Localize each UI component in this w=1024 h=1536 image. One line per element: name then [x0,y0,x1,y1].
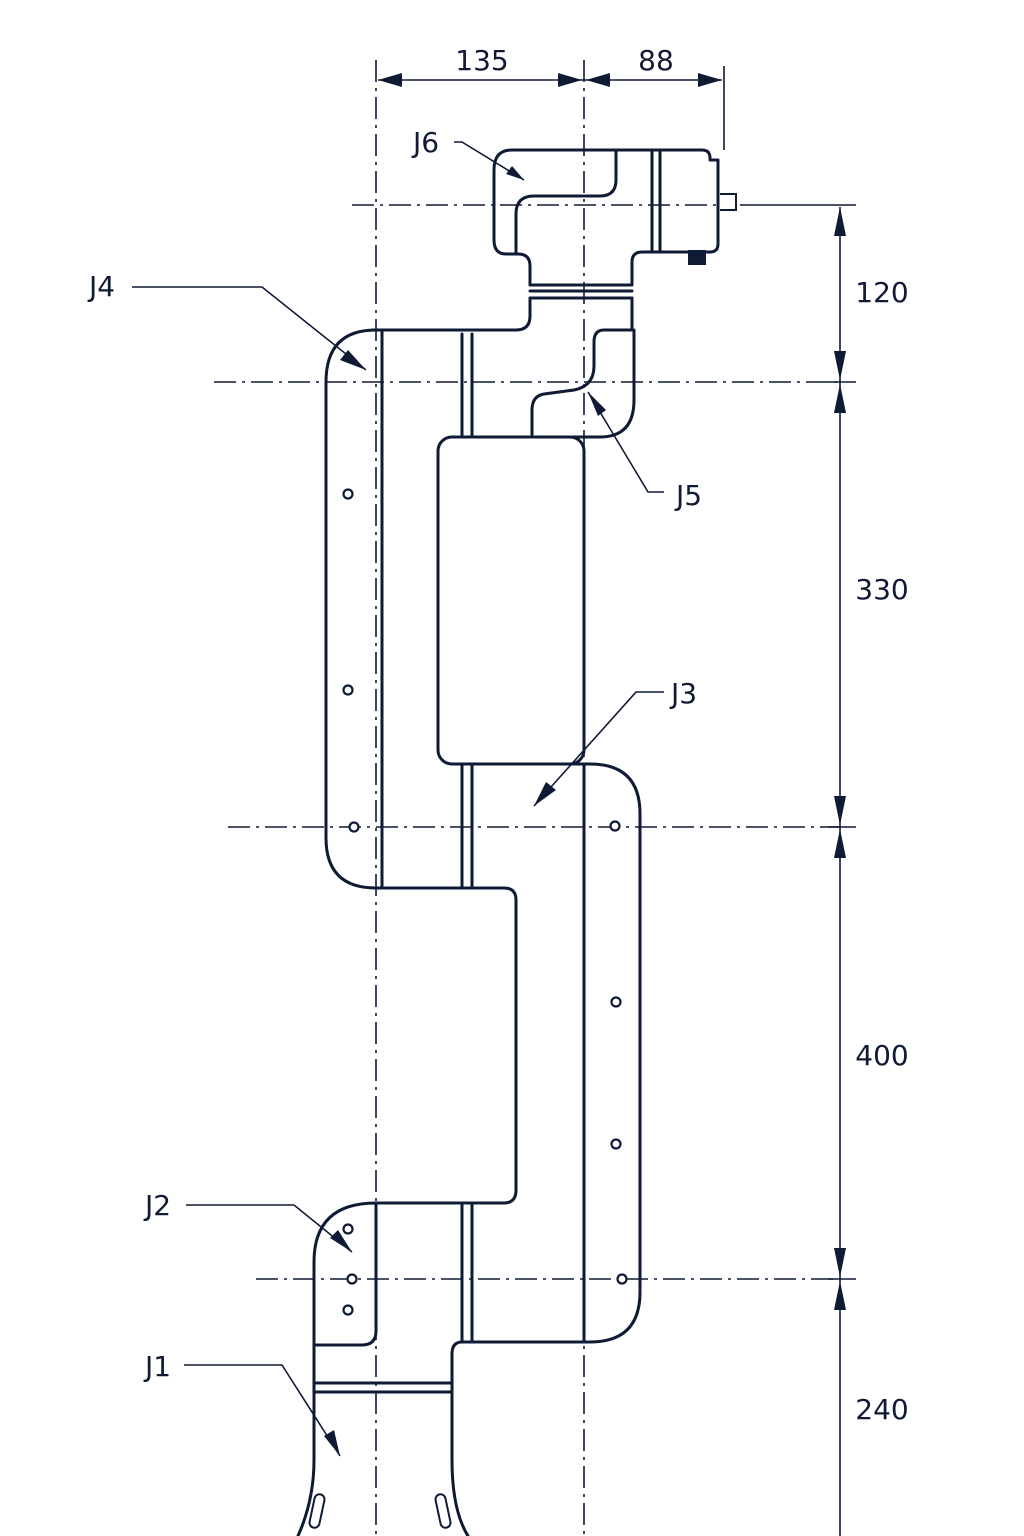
dimension-330: 330 [855,573,908,606]
j6-leader [454,141,525,181]
dimension-88: 88 [638,44,674,77]
label-j5: J5 [674,479,702,512]
label-j6: J6 [411,126,439,159]
forearm-lower-block [374,886,518,1344]
connector-icon [688,250,706,265]
bolt-hole [342,1223,354,1235]
j4-link [324,328,474,890]
top-dimension-135 [378,66,725,150]
j1-leader [184,1364,341,1457]
j2-leader [186,1204,353,1253]
label-j4: J4 [87,270,115,303]
j5-joint [370,296,636,439]
bolt-hole [610,1138,622,1150]
label-j3: J3 [669,677,697,710]
j5-leader [587,391,664,493]
j3-link [470,762,642,1344]
label-j2: J2 [143,1189,171,1222]
right-dimension-chain [740,204,856,1536]
bolt-hole [616,1273,628,1285]
bolt-hole [342,684,354,696]
bolt-hole [610,996,622,1008]
dimension-120: 120 [855,276,908,309]
dimension-400: 400 [855,1039,908,1072]
dimension-135: 135 [455,44,508,77]
label-j1: J1 [143,1350,171,1383]
j1-base [296,1340,474,1536]
j4-leader [132,286,367,371]
bolt-hole [348,821,360,833]
bolt-hole [609,820,621,832]
base-slot [434,1493,452,1529]
j2-shoulder [312,1201,378,1347]
forearm-upper-block [436,435,586,890]
base-slot [308,1493,326,1529]
bolt-hole [346,1273,358,1285]
dimension-240: 240 [855,1393,908,1426]
j6-wrist [492,148,737,300]
bolt-hole [342,1304,354,1316]
bolt-hole [342,488,354,500]
j3-leader [533,691,664,807]
